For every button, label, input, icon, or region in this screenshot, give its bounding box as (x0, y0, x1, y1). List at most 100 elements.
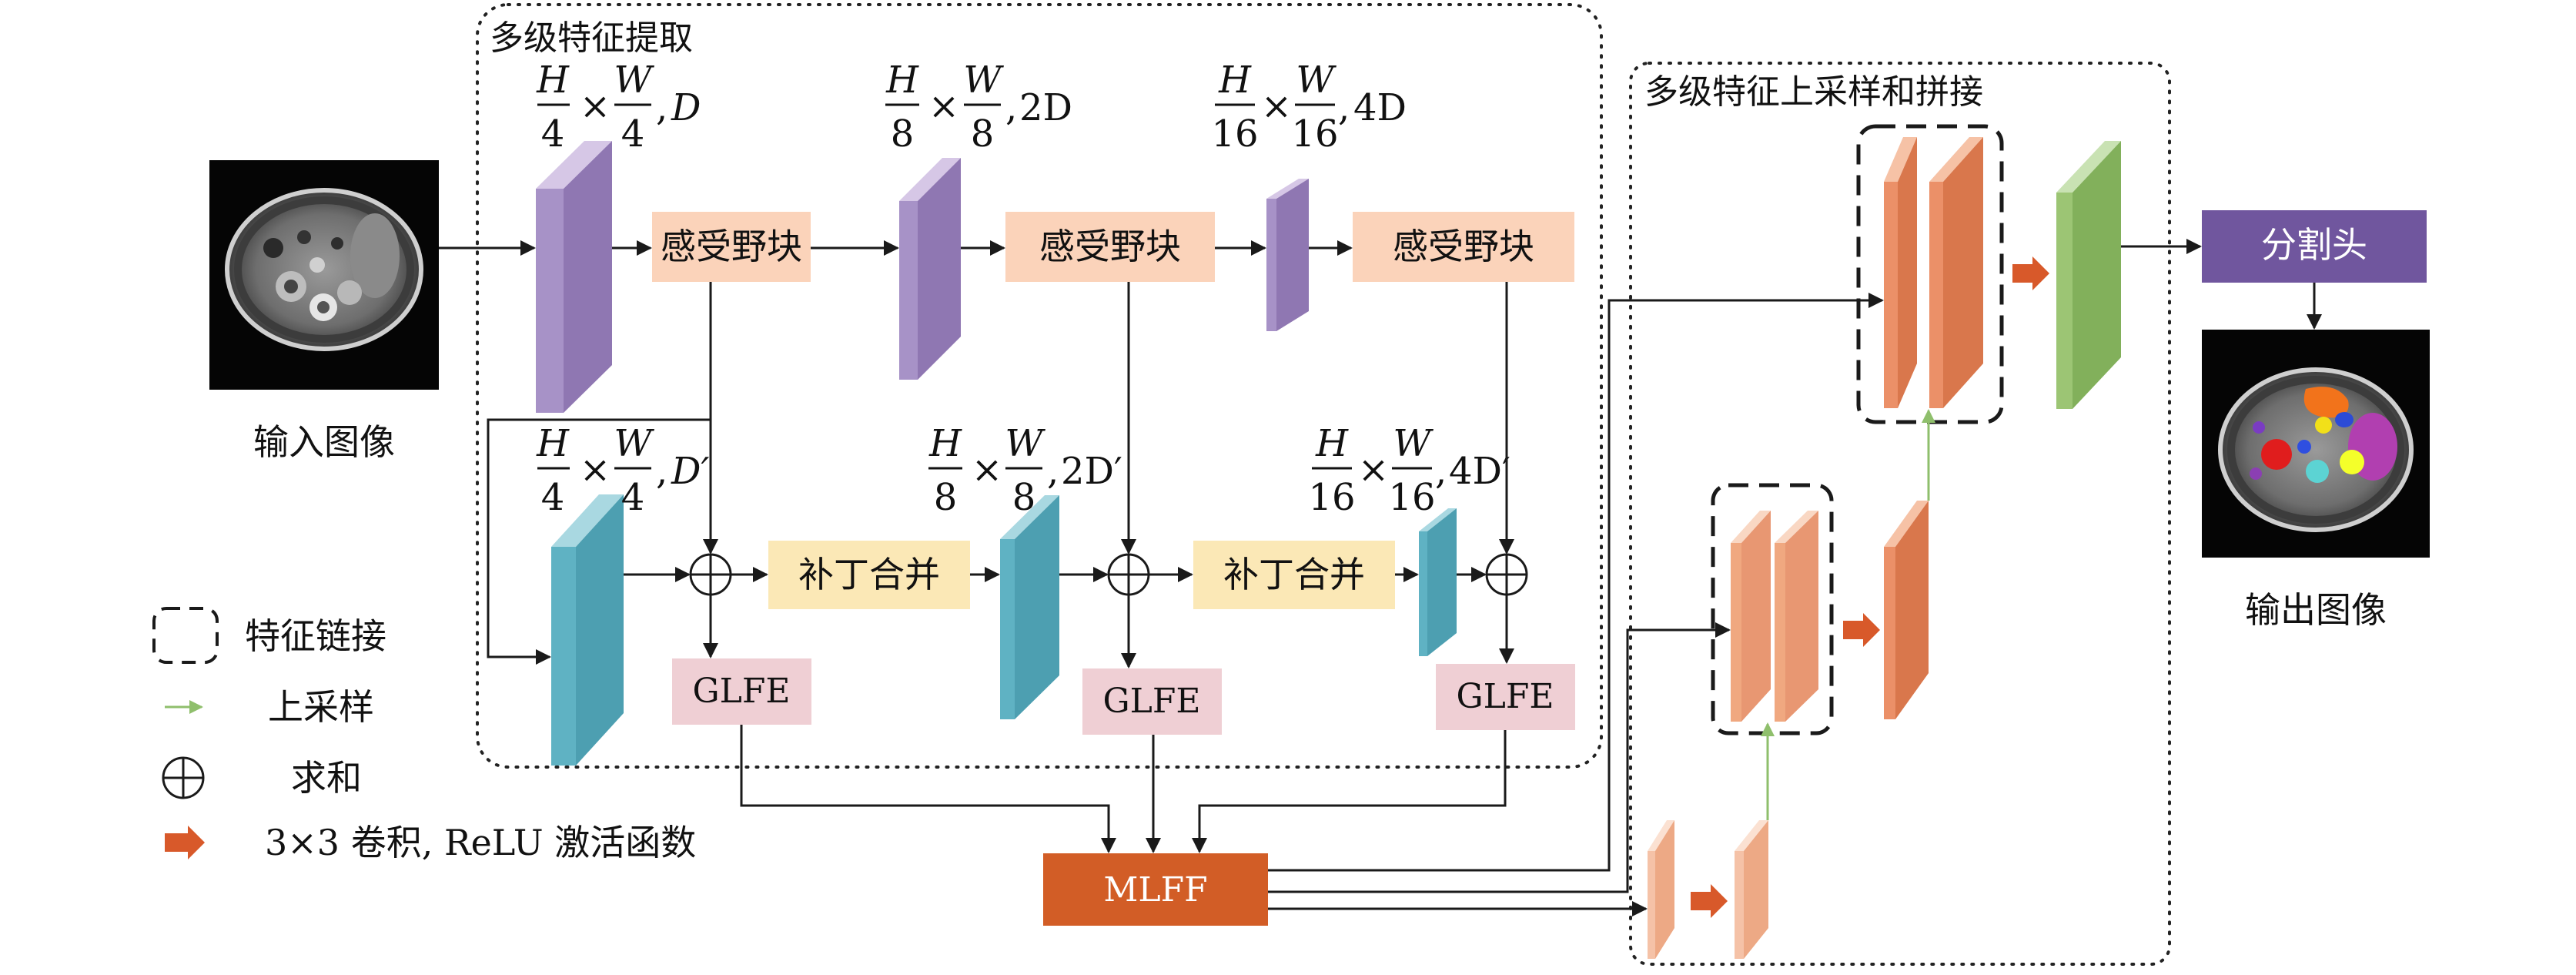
glfe-block-3-label: GLFE (1456, 677, 1554, 716)
concat-slab-top-1 (1884, 137, 1917, 408)
sum-node-1 (689, 553, 732, 596)
svg-text:2D′: 2D′ (1061, 450, 1122, 493)
patch-merging-block-2 (1193, 541, 1395, 609)
patch-merging-block-2-label: 补丁合并 (1223, 554, 1365, 595)
dim-label-d2: H 8 × W 8 , 2D (885, 59, 1072, 156)
legend: 特征链接 上采样 求和 3×3 卷积, ReLU 激活函数 (152, 607, 696, 863)
patch-merging-block-1 (768, 541, 970, 609)
legend-sum-label: 求和 (291, 757, 362, 799)
glfe-block-1-label: GLFE (692, 672, 790, 711)
glfe-block-3 (1436, 664, 1575, 730)
concat-slab-middle-1 (1731, 511, 1771, 722)
upsample-source-slab-middle (1884, 501, 1929, 719)
conv-arrow-bottom (1691, 884, 1728, 918)
svg-text:×: × (928, 85, 959, 128)
segmentation-head-label: 分割头 (2261, 224, 2367, 266)
legend-conv-label: 3×3 卷积, ReLU 激活函数 (265, 822, 696, 863)
segmentation-head (2202, 210, 2427, 283)
svg-text:4D: 4D (1353, 86, 1407, 129)
concat-slab-middle-2 (1775, 511, 1818, 722)
receptive-field-block-3-label: 感受野块 (1393, 226, 1534, 267)
svg-text:8: 8 (891, 112, 915, 156)
svg-text:W: W (614, 422, 654, 465)
svg-text:4: 4 (621, 476, 645, 519)
mlff-block-label: MLFF (1103, 870, 1207, 910)
conv-arrow-middle (1843, 613, 1880, 647)
connection-lines (439, 239, 2322, 916)
svg-text:×: × (1261, 85, 1292, 128)
glfe-block-2 (1082, 668, 1222, 735)
svg-text:16: 16 (1291, 112, 1338, 156)
sum-node-3 (1485, 553, 1528, 596)
receptive-field-block-3 (1353, 212, 1574, 282)
svg-text:4: 4 (541, 476, 565, 519)
conv-arrow-top (2012, 256, 2049, 290)
receptive-field-block-2-label: 感受野块 (1039, 226, 1181, 267)
svg-text:,: , (656, 86, 667, 129)
dim-label-p3: H 16 × W 16 , 4D′ (1308, 422, 1510, 519)
bottom-slab-2 (1735, 820, 1768, 959)
svg-text:W: W (614, 59, 654, 102)
svg-text:4D′: 4D′ (1449, 450, 1510, 493)
svg-text:8: 8 (971, 112, 995, 156)
svg-text:W: W (1393, 422, 1434, 465)
svg-text:8: 8 (1012, 476, 1036, 519)
glfe-block-1 (672, 658, 811, 725)
receptive-field-block-1-label: 感受野块 (661, 226, 802, 267)
input-image-label: 输入图像 (253, 421, 395, 463)
concat-slab-top-2 (1929, 137, 1983, 408)
concat-box-middle (1711, 483, 1834, 735)
feature-slab-d3 (1266, 179, 1309, 331)
svg-text:,: , (1005, 86, 1017, 129)
mlff-block (1043, 853, 1268, 926)
svg-text:W: W (963, 59, 1004, 102)
svg-text:×: × (1358, 448, 1389, 491)
svg-text:4: 4 (541, 112, 565, 156)
dim-label-p2: H 8 × W 8 , 2D′ (928, 422, 1122, 519)
feature-extraction-group: 多级特征提取 (476, 3, 1603, 769)
dim-label-p1: H 4 × W 4 , D′ (536, 422, 709, 519)
feature-slab-d1 (536, 141, 612, 413)
svg-text:16: 16 (1388, 476, 1435, 519)
svg-text:16: 16 (1211, 112, 1258, 156)
svg-text:8: 8 (934, 476, 958, 519)
svg-text:,: , (1435, 450, 1447, 493)
svg-text:,: , (1047, 450, 1059, 493)
output-image-label: 输出图像 (2245, 589, 2387, 631)
svg-text:,: , (656, 450, 667, 493)
output-segmentation-image (2202, 330, 2430, 558)
legend-upsample-label: 上采样 (268, 686, 374, 728)
svg-text:H: H (536, 59, 570, 102)
patch-slab-p2 (1000, 495, 1059, 719)
patch-merging-block-1-label: 补丁合并 (798, 554, 940, 595)
upsample-concat-group: 多级特征上采样和拼接 (1629, 62, 2171, 966)
svg-text:W: W (1005, 422, 1045, 465)
svg-text:4: 4 (621, 112, 645, 156)
patch-slab-p1 (551, 494, 624, 766)
receptive-field-block-1 (652, 212, 811, 282)
svg-text:2D: 2D (1019, 86, 1072, 129)
svg-text:H: H (928, 422, 962, 465)
legend-concat-icon (152, 607, 219, 664)
svg-text:D′: D′ (671, 450, 709, 493)
svg-text:D: D (671, 86, 701, 129)
svg-text:W: W (1296, 59, 1337, 102)
svg-text:×: × (580, 85, 611, 128)
patch-slab-p3 (1419, 508, 1457, 656)
svg-text:H: H (1218, 59, 1252, 102)
svg-text:,: , (1338, 86, 1350, 129)
svg-text:×: × (580, 448, 611, 491)
bottom-slab-1 (1648, 820, 1674, 959)
svg-text:16: 16 (1308, 476, 1355, 519)
dim-label-d3: H 16 × W 16 , 4D (1211, 59, 1407, 156)
svg-text:×: × (972, 448, 1002, 491)
glfe-block-2-label: GLFE (1102, 682, 1200, 721)
sum-node-2 (1107, 553, 1150, 596)
upsample-arrows (1761, 409, 1935, 820)
input-ct-image (209, 160, 439, 390)
svg-text:H: H (885, 59, 919, 102)
feature-extraction-title: 多级特征提取 (490, 18, 693, 58)
dim-label-d1: H 4 × W 4 , D (536, 59, 701, 156)
legend-concat-label: 特征链接 (245, 615, 386, 657)
